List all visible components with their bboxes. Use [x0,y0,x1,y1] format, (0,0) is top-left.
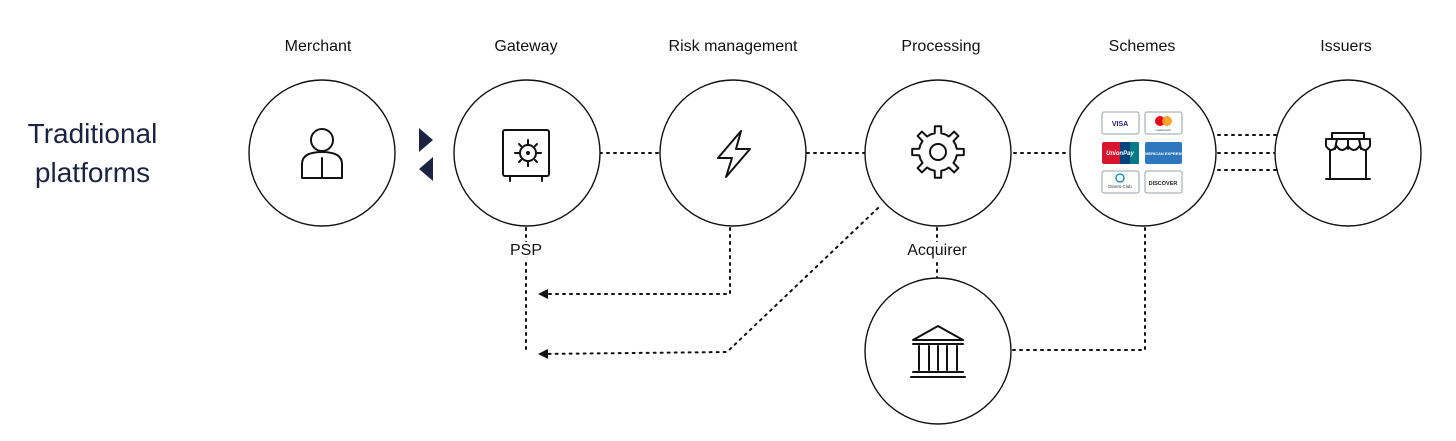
node-schemes: VISA mastercard UnionPay AMERICAN EXPRES… [1069,79,1217,227]
node-issuers [1274,79,1422,227]
card-schemes-icon: VISA mastercard UnionPay AMERICAN EXPRES… [1101,111,1184,194]
side-title-line2: platforms [34,157,151,188]
label-gateway: Gateway [494,38,558,55]
label-acquirer: Acquirer [905,242,969,260]
person-icon [301,128,343,179]
card-unionpay: UnionPay [1102,142,1139,164]
node-processing [864,79,1012,227]
svg-text:UnionPay: UnionPay [1106,151,1134,157]
node-risk-management [659,79,807,227]
gear-outline [911,125,965,179]
arrow-right-icon [419,128,433,152]
connector-processing-return [538,207,879,359]
arrow-left-icon [419,157,433,181]
label-psp: PSP [507,242,545,260]
card-mastercard: mastercard [1144,111,1183,135]
safe-icon [502,129,550,182]
svg-text:Diners Club: Diners Club [1108,184,1132,189]
gear-hub [929,143,947,161]
node-merchant [248,79,396,227]
node-acquirer [864,277,1012,425]
bank-icon [910,325,966,378]
storefront-icon [1325,132,1371,180]
card-diners-club: Diners Club [1101,170,1140,194]
label-merchant: Merchant [284,38,352,55]
connector-schemes-acquirer [1011,227,1146,351]
side-title: Traditional platforms [0,114,185,192]
connector-risk-return [538,227,731,299]
side-title-line1: Traditional [27,118,158,149]
card-american-express: AMERICAN EXPRESS [1142,142,1184,164]
svg-text:DISCOVER: DISCOVER [1149,181,1178,187]
label-processing: Processing [901,38,981,55]
svg-text:mastercard: mastercard [1155,128,1170,132]
node-gateway [453,79,601,227]
label-issuers: Issuers [1320,38,1372,55]
lightning-icon [717,130,751,178]
card-visa: VISA [1101,111,1140,135]
gear-icon [911,125,965,179]
svg-text:AMERICAN EXPRESS: AMERICAN EXPRESS [1142,151,1184,156]
label-risk-management: Risk management [668,38,798,55]
label-schemes: Schemes [1108,38,1176,55]
card-discover: DISCOVER [1144,170,1183,194]
svg-text:VISA: VISA [1112,121,1128,128]
